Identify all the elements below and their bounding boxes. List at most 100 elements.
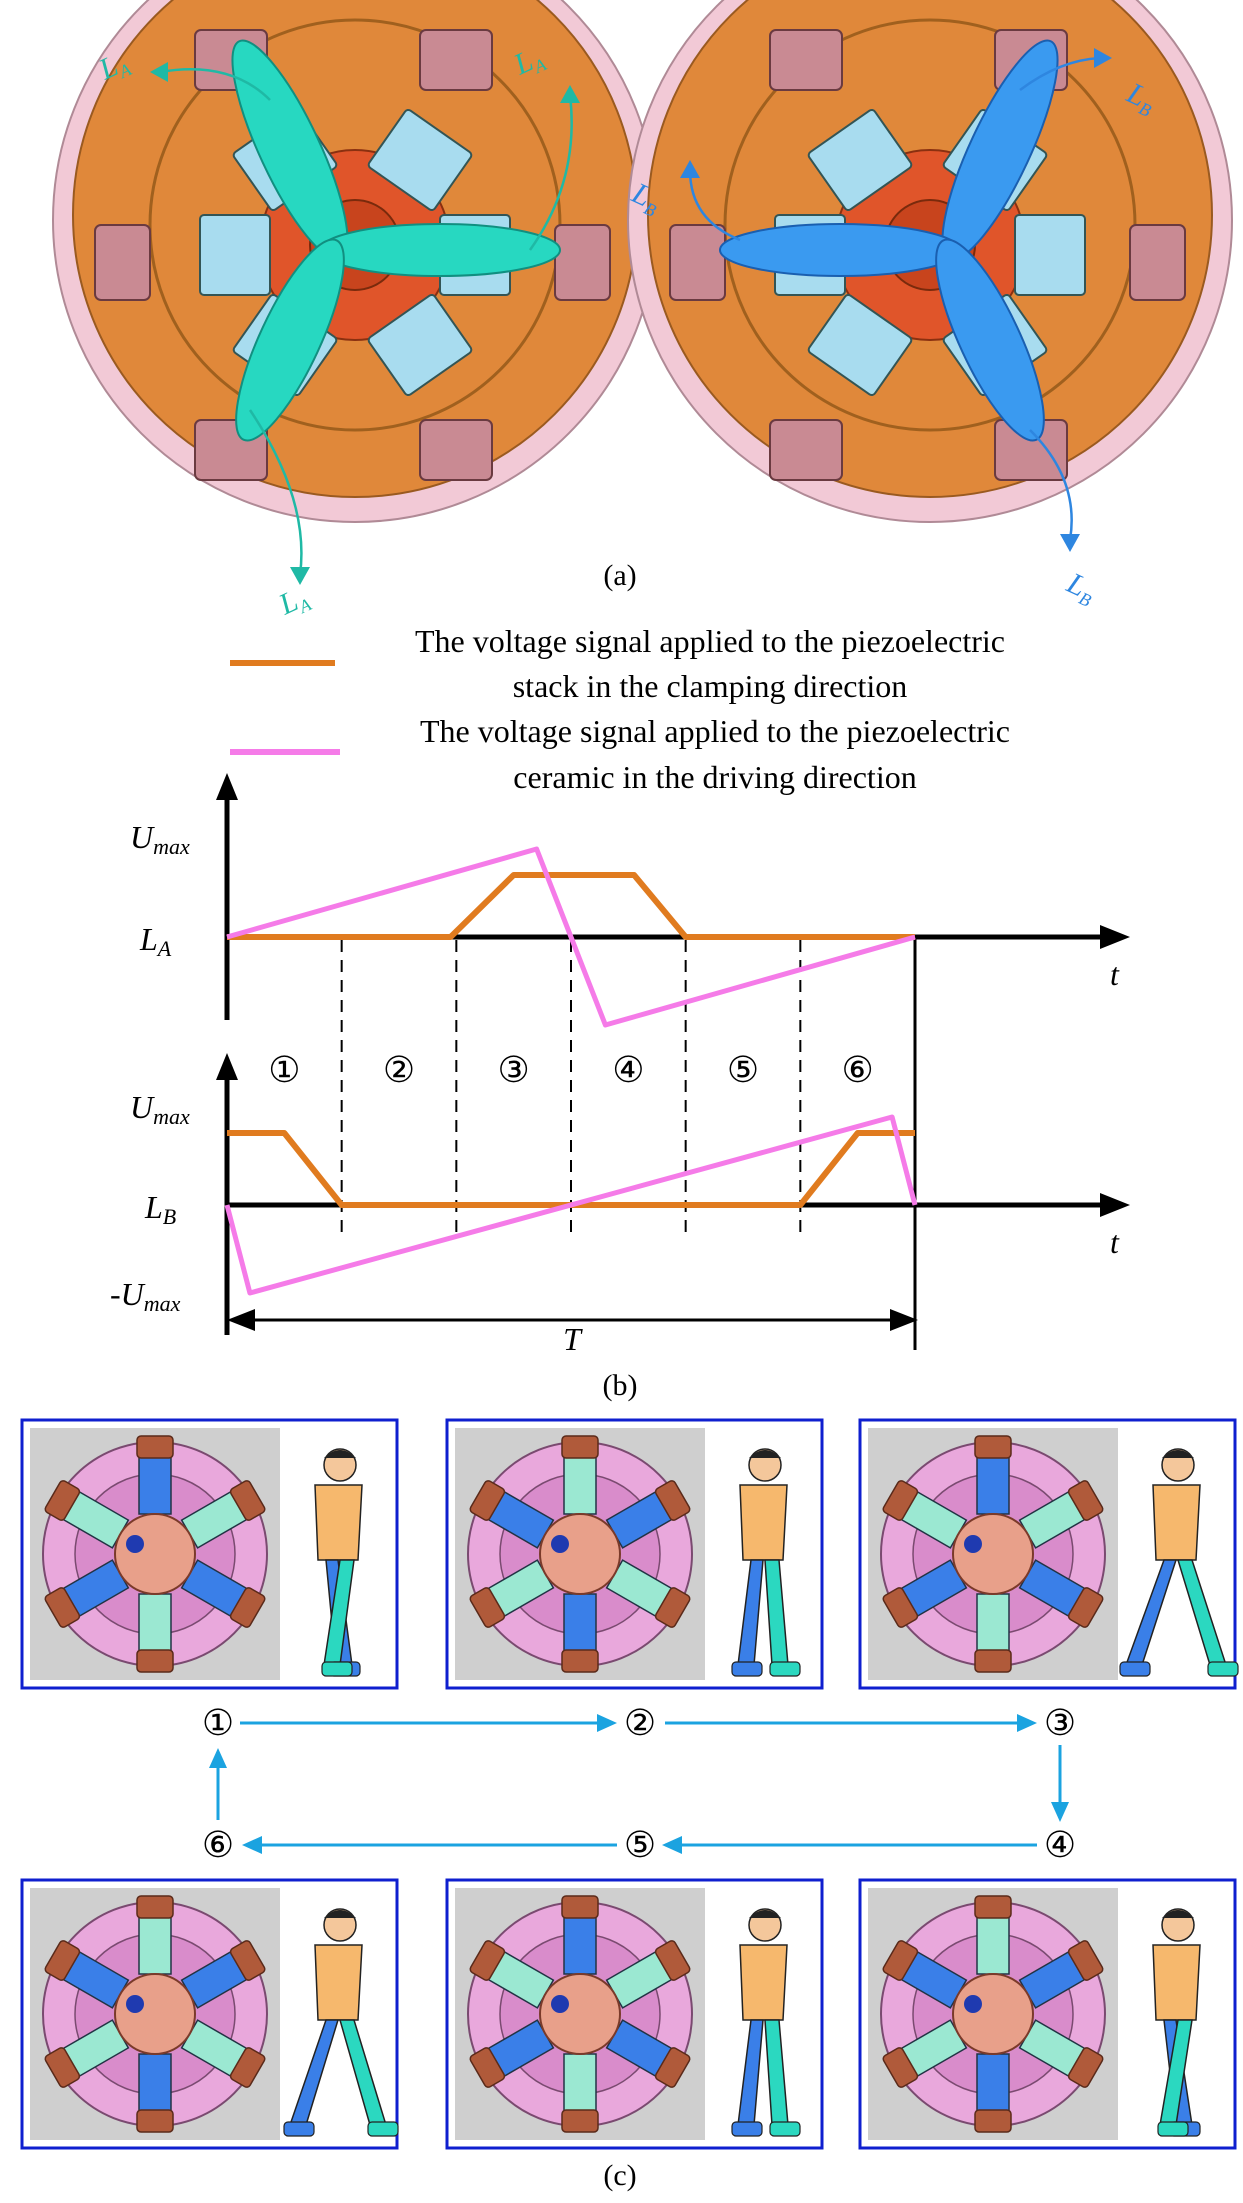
- svg-text:LA: LA: [139, 921, 172, 961]
- mini-motor-marker: [551, 1535, 569, 1553]
- bottom-x-arrow: [1100, 1193, 1130, 1217]
- step-frame: [858, 1878, 1237, 2150]
- cycle-step-bg: [1041, 1826, 1079, 1864]
- figure-shoe-right: [1157, 2121, 1189, 2137]
- signal-drive-b: [224, 1114, 918, 1296]
- figure-shoe-right: [769, 1661, 801, 1677]
- figure-hair: [749, 1450, 781, 1458]
- figure-torso: [739, 1944, 788, 2021]
- mini-motor-marker: [126, 1995, 144, 2013]
- panel-c: [20, 1418, 1239, 2150]
- figure-shoe-left: [731, 2121, 763, 2137]
- figure-torso: [1152, 1484, 1201, 1561]
- walking-figure: [731, 1908, 801, 2137]
- phase-number: ③: [498, 1050, 530, 1090]
- mini-motor-marker: [551, 1995, 569, 2013]
- mini-motor-arm: [138, 1453, 172, 1515]
- figure-shoe-left: [731, 1661, 763, 1677]
- mini-motor-terminal: [1067, 1587, 1104, 1628]
- mini-motor-terminal: [136, 2109, 174, 2133]
- rotation-arrows-blue: [688, 56, 1101, 541]
- svg-text:LB: LB: [144, 1189, 176, 1229]
- mini-motor-terminal: [229, 2047, 266, 2088]
- mini-motor-terminal: [654, 2047, 691, 2088]
- mini-motor-terminal: [44, 1480, 81, 1521]
- mini-motor-terminal: [469, 1587, 506, 1628]
- phase-number: ⑥: [842, 1050, 874, 1090]
- signal-clamp-a: [227, 872, 915, 940]
- mini-motor-arm: [138, 1593, 172, 1655]
- mini-motor-terminal: [44, 2047, 81, 2088]
- mini-motor-hub: [952, 1973, 1034, 2055]
- cycle-step-bg: [199, 1704, 237, 1742]
- rotation-arrows-cyan: [159, 68, 573, 576]
- phase-number: ①: [268, 1050, 300, 1090]
- bottom-axes: [216, 1053, 1130, 1335]
- mini-motor-arm: [976, 1593, 1010, 1655]
- signal-drive-a: [226, 846, 916, 1028]
- cycle-step-label: ③: [1044, 1703, 1076, 1743]
- mini-motor-terminal: [44, 1940, 81, 1981]
- cycle-step-label: ②: [624, 1703, 656, 1743]
- mini-motor-terminal: [974, 2109, 1012, 2133]
- bottom-umax-label: U: [130, 1089, 155, 1125]
- mini-motor-hub: [539, 1973, 621, 2055]
- bottom-t-label: t: [1110, 1224, 1120, 1260]
- mini-motor-arm: [976, 1453, 1010, 1515]
- figure-hair: [749, 1910, 781, 1918]
- mini-motor-arm: [138, 1913, 172, 1975]
- top-baseline-sub: A: [156, 936, 172, 961]
- walking-figure: [1152, 1908, 1201, 2137]
- step-frame: [20, 1878, 399, 2150]
- mini-motor-arm: [138, 2053, 172, 2115]
- motor-left: LA LA LA: [52, 0, 658, 624]
- figure-shoe-right: [1207, 1661, 1239, 1677]
- svg-text:LA: LA: [273, 579, 315, 624]
- panel-a: LA LA LA: [52, 0, 1233, 624]
- mini-motor-terminal: [1067, 2047, 1104, 2088]
- svg-text:Umax: Umax: [130, 819, 190, 859]
- mini-motor-terminal: [561, 1649, 599, 1673]
- legend-clamp-line2: stack in the clamping direction: [513, 668, 908, 704]
- bottom-baseline-sub: B: [163, 1204, 176, 1229]
- cycle-step-bg: [199, 1826, 237, 1864]
- mini-motor-terminal: [229, 1940, 266, 1981]
- cycle-step-bg: [621, 1704, 659, 1742]
- mini-motor-terminal: [654, 1940, 691, 1981]
- mini-motor-arm: [563, 1593, 597, 1655]
- step-frame: [858, 1418, 1239, 1690]
- figure-torso: [314, 1944, 363, 2021]
- mini-motor-terminal: [974, 1649, 1012, 1673]
- cycle-step-label: ①: [202, 1703, 234, 1743]
- mini-motor-terminal: [469, 1940, 506, 1981]
- mini-motor-arm: [563, 1453, 597, 1515]
- step-frame: [445, 1878, 824, 2150]
- step-frame: [20, 1418, 399, 1690]
- mini-motor-terminal: [1067, 1940, 1104, 1981]
- caption-b: (b): [603, 1369, 638, 1402]
- caption-c: (c): [603, 2159, 636, 2192]
- bottom-y-arrow: [216, 1053, 238, 1080]
- mini-motor-marker: [964, 1535, 982, 1553]
- mini-motor-arm: [976, 1913, 1010, 1975]
- mini-motor-marker: [964, 1995, 982, 2013]
- figure-shoe-left: [1119, 1661, 1151, 1677]
- cycle-step-bg: [1041, 1704, 1079, 1742]
- period-marker: T: [227, 1309, 918, 1357]
- cycle-arrows: [209, 1714, 1069, 1854]
- mini-motor-terminal: [654, 1587, 691, 1628]
- mini-motor-terminal: [469, 2047, 506, 2088]
- axis-labels: Umax LA t Umax LB t -Umax: [110, 819, 1120, 1316]
- mini-motor-arm: [563, 1913, 597, 1975]
- top-baseline-label: L: [139, 921, 158, 957]
- cycle-step-label: ⑥: [202, 1825, 234, 1865]
- figure-hair: [324, 1910, 356, 1918]
- walking-figure: [731, 1448, 801, 1677]
- arms-blue: [719, 39, 1059, 442]
- mini-motor-terminal: [974, 1435, 1012, 1459]
- mini-motor-terminal: [882, 1940, 919, 1981]
- figure-torso: [314, 1484, 363, 1561]
